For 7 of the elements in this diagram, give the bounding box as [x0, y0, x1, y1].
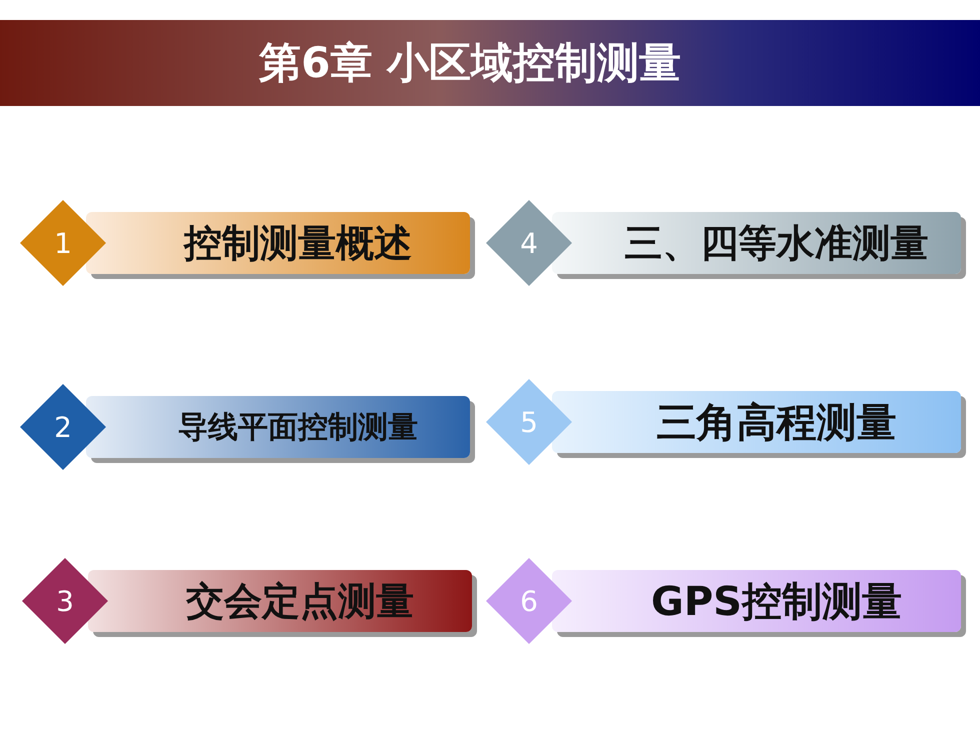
topic-title: 交会定点测量: [186, 578, 414, 624]
topic-title: GPS控制测量: [651, 578, 902, 626]
title-banner: 第6章 小区域控制测量: [0, 20, 980, 106]
topic-title: 三角高程测量: [656, 398, 896, 448]
topic-title: 导线平面控制测量: [178, 408, 418, 446]
topic-title: 三、四等水准测量: [624, 220, 928, 266]
topic-title: 控制测量概述: [184, 220, 412, 266]
